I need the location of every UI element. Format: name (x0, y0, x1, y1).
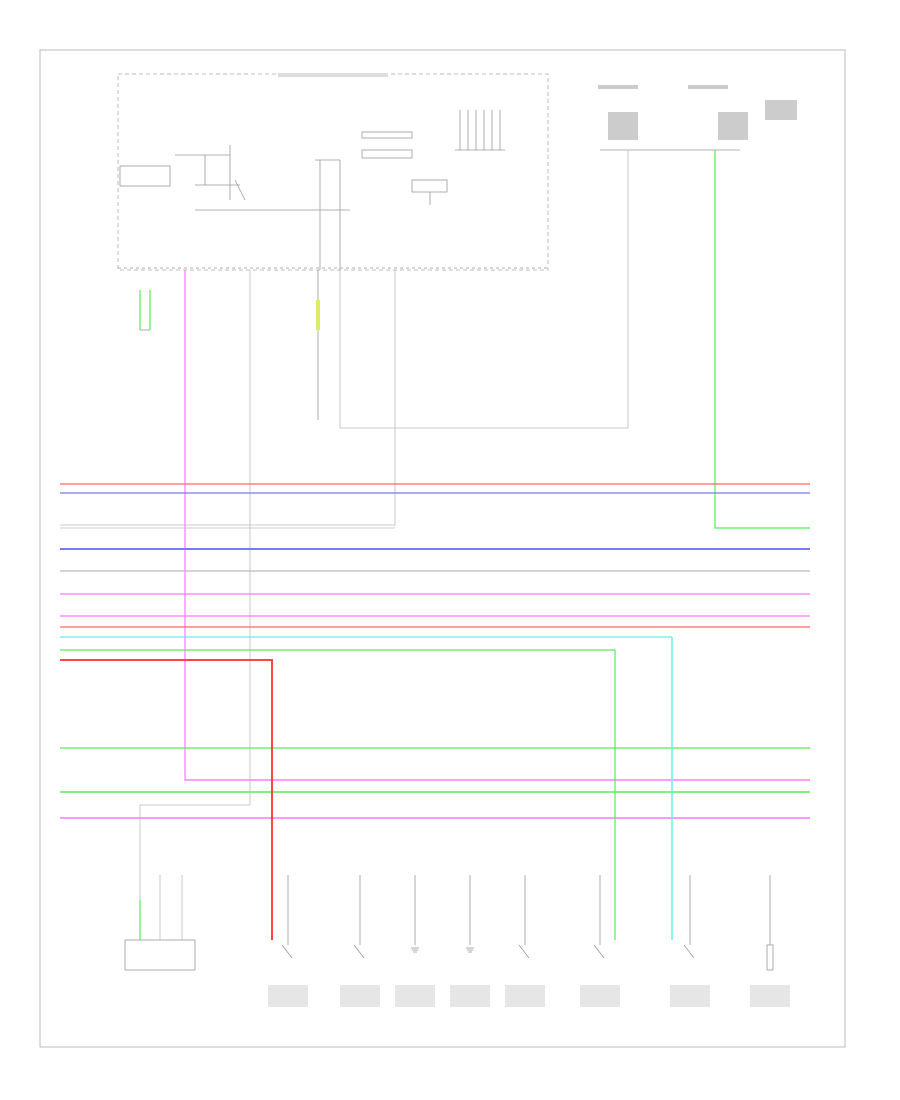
top-right-green-feed (714, 150, 810, 529)
diagram-frame (39, 49, 846, 1048)
component-connector (750, 875, 790, 1007)
component-ground (450, 875, 490, 1007)
bus-lines (60, 483, 810, 819)
bottom-left-module (124, 939, 196, 971)
module-internals (119, 131, 448, 270)
component-switch (505, 875, 545, 1007)
red-vertical-feed (60, 659, 273, 940)
module-connector-pins (455, 110, 505, 151)
component-switch (670, 875, 710, 1007)
bottom-left-gray-pins (159, 875, 183, 940)
control-module-box (117, 73, 549, 271)
module-header-label (278, 73, 388, 77)
junction-labels (598, 85, 797, 140)
bottom-components (268, 875, 790, 1007)
center-short-marker (316, 300, 320, 330)
left-green-pair (139, 290, 151, 330)
component-switch (268, 875, 308, 1007)
module-gray-wires (60, 150, 629, 900)
component-switch (580, 875, 620, 1007)
component-switch (340, 875, 380, 1007)
component-ground (395, 875, 435, 1007)
